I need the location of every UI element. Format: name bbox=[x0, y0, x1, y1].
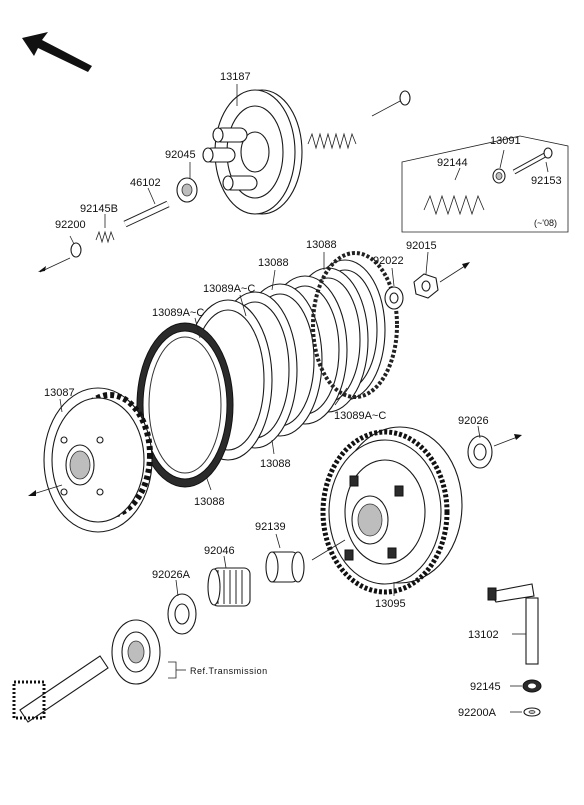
label-92200: 92200 bbox=[55, 219, 86, 231]
collar-92139 bbox=[265, 551, 305, 583]
label-92145B: 92145B bbox=[80, 203, 118, 215]
spring-92145 bbox=[522, 679, 542, 693]
label-13102: 13102 bbox=[468, 629, 499, 641]
label-13089-c: 13089A~C bbox=[334, 410, 386, 422]
push-rod-46102 bbox=[123, 200, 170, 228]
label-13089-b: 13089A~C bbox=[152, 307, 204, 319]
nut-92015 bbox=[413, 273, 439, 299]
label-13095: 13095 bbox=[375, 598, 406, 610]
washer-92026A bbox=[167, 593, 197, 635]
label-13091: 13091 bbox=[490, 135, 521, 147]
washer-92026 bbox=[467, 435, 493, 469]
label-13187: 13187 bbox=[220, 71, 251, 83]
clutch-housing-13095 bbox=[320, 426, 463, 595]
label-13087: 13087 bbox=[44, 387, 75, 399]
label-ref-transmission: Ref.Transmission bbox=[190, 666, 268, 676]
label-92139: 92139 bbox=[255, 521, 286, 533]
inset-box-pre-08 bbox=[401, 135, 569, 233]
transmission-shaft bbox=[12, 655, 109, 723]
clutch-hub-13087 bbox=[43, 387, 153, 533]
washer-92200 bbox=[70, 242, 82, 258]
label-13088-mid: 13088 bbox=[258, 257, 289, 269]
label-92015: 92015 bbox=[406, 240, 437, 252]
label-92026: 92026 bbox=[458, 415, 489, 427]
transmission-bearing bbox=[111, 619, 161, 685]
label-92144: 92144 bbox=[437, 157, 468, 169]
front-direction-arrow-icon bbox=[22, 32, 92, 72]
label-92045: 92045 bbox=[165, 149, 196, 161]
label-92026A: 92026A bbox=[152, 569, 191, 581]
label-92200A: 92200A bbox=[458, 707, 497, 719]
spring-92145B bbox=[95, 230, 115, 244]
label-92022: 92022 bbox=[373, 255, 404, 267]
label-92153: 92153 bbox=[531, 175, 562, 187]
label-92145: 92145 bbox=[470, 681, 501, 693]
label-13089-a: 13089A~C bbox=[203, 283, 255, 295]
label-13088-top: 13088 bbox=[306, 239, 337, 251]
needle-bearing-92046 bbox=[207, 567, 251, 607]
label-13088-low: 13088 bbox=[260, 458, 291, 470]
clutch-plate-stack bbox=[136, 251, 399, 488]
washer-92022 bbox=[384, 286, 404, 310]
pressure-plate-13187 bbox=[202, 89, 303, 215]
label-46102: 46102 bbox=[130, 177, 161, 189]
clutch-spring-upper bbox=[307, 90, 411, 150]
label-13088-bot: 13088 bbox=[194, 496, 225, 508]
bearing-92045 bbox=[176, 177, 198, 203]
washer-92200A bbox=[523, 707, 541, 717]
label-pre-08-note: (~'08) bbox=[534, 218, 557, 228]
release-shaft-13102 bbox=[487, 583, 539, 665]
label-92046: 92046 bbox=[204, 545, 235, 557]
